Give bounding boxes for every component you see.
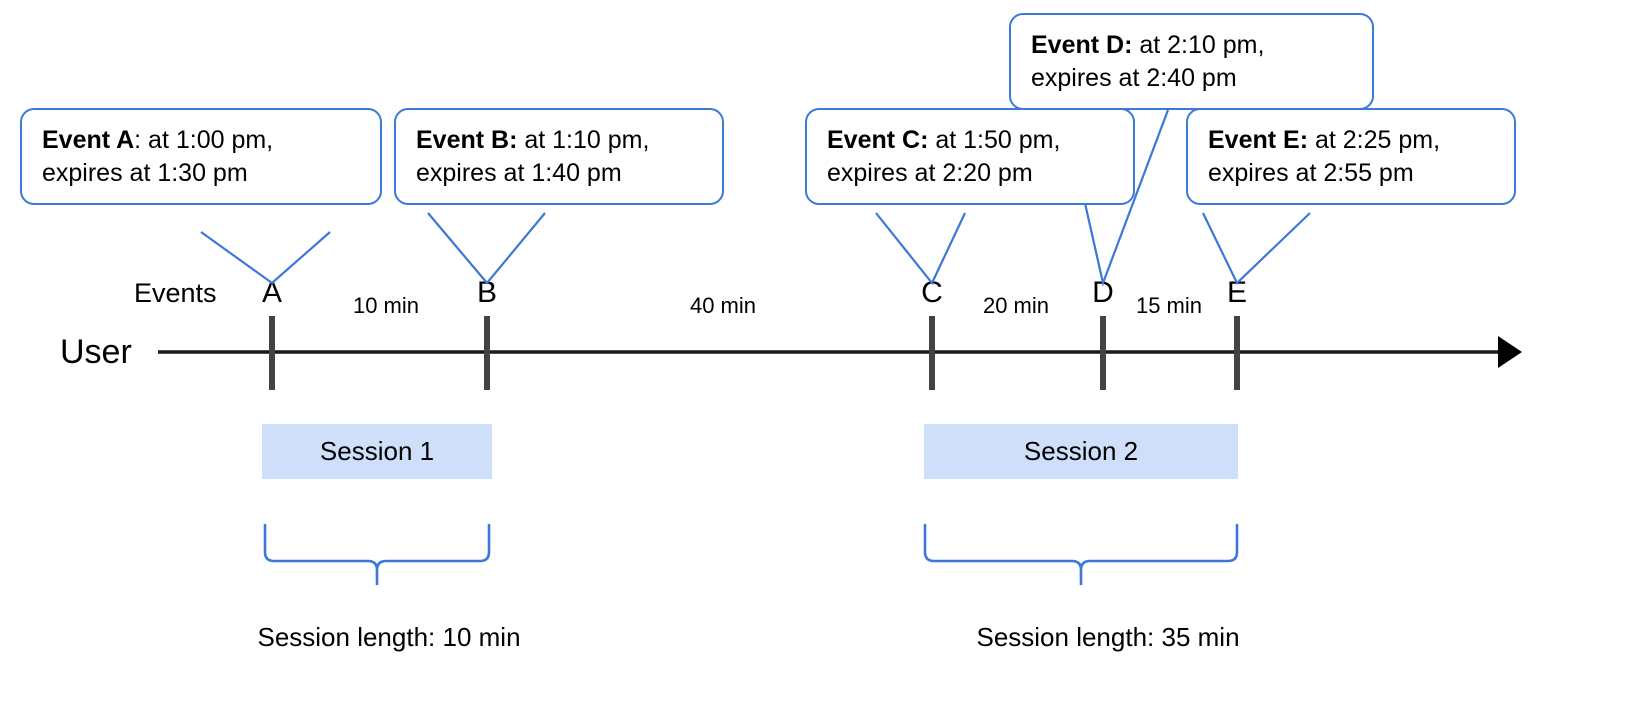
callout-event-d-line1: at 2:10 pm, (1132, 31, 1265, 59)
callout-event-e-line2: expires at 2:55 pm (1208, 158, 1414, 187)
callout-event-d: Event D: at 2:10 pm, expires at 2:40 pm (1009, 13, 1374, 110)
session-bar-1-label: Session 1 (319, 436, 435, 466)
callout-event-e-line1: at 2:25 pm, (1308, 126, 1441, 154)
marker-label-a: A (261, 276, 283, 309)
marker-label-c: C (921, 276, 943, 309)
user-row-label: User (60, 333, 132, 371)
session-bar-2: Session 2 (924, 424, 1238, 479)
callout-event-b-line2: expires at 1:40 pm (416, 158, 622, 187)
pointer-event-b (427, 212, 546, 285)
callout-event-a-line1: : at 1:00 pm, (134, 126, 274, 154)
callout-event-a: Event A: at 1:00 pm, expires at 1:30 pm (20, 108, 382, 205)
callout-event-c-line2: expires at 2:20 pm (827, 158, 1033, 187)
gap-label-d-e: 15 min (1135, 293, 1203, 318)
callout-event-a-line2: expires at 1:30 pm (42, 158, 248, 187)
session-2-length-caption: Session length: 35 min (976, 622, 1240, 652)
events-row-label: Events (134, 278, 217, 308)
callout-event-e-label: Event E: (1208, 126, 1309, 154)
callout-event-c-label: Event C: (827, 126, 929, 154)
session-bar-1: Session 1 (262, 424, 492, 479)
callout-event-d-label: Event D: (1031, 31, 1133, 59)
session-1-length-caption: Session length: 10 min (257, 622, 521, 652)
callout-event-b-line1: at 1:10 pm, (517, 126, 650, 154)
callout-event-c-line1: at 1:50 pm, (928, 126, 1061, 154)
marker-label-b: B (476, 276, 498, 309)
pointer-event-c (875, 212, 966, 286)
pointer-event-a (200, 231, 331, 285)
gap-label-a-b: 10 min (352, 293, 420, 318)
callout-event-a-label: Event A (42, 126, 135, 154)
callout-event-b-label: Event B: (416, 126, 518, 154)
callout-event-c: Event C: at 1:50 pm, expires at 2:20 pm (805, 108, 1135, 205)
gap-label-c-d: 20 min (982, 293, 1050, 318)
callout-event-e: Event E: at 2:25 pm, expires at 2:55 pm (1186, 108, 1516, 205)
callout-event-d-line2: expires at 2:40 pm (1031, 63, 1237, 92)
pointer-event-e (1202, 212, 1311, 285)
session-bar-2-label: Session 2 (1023, 436, 1139, 466)
marker-label-e: E (1226, 276, 1248, 309)
callout-event-b: Event B: at 1:10 pm, expires at 1:40 pm (394, 108, 724, 205)
gap-label-b-c: 40 min (689, 293, 757, 318)
marker-label-d: D (1092, 276, 1114, 309)
